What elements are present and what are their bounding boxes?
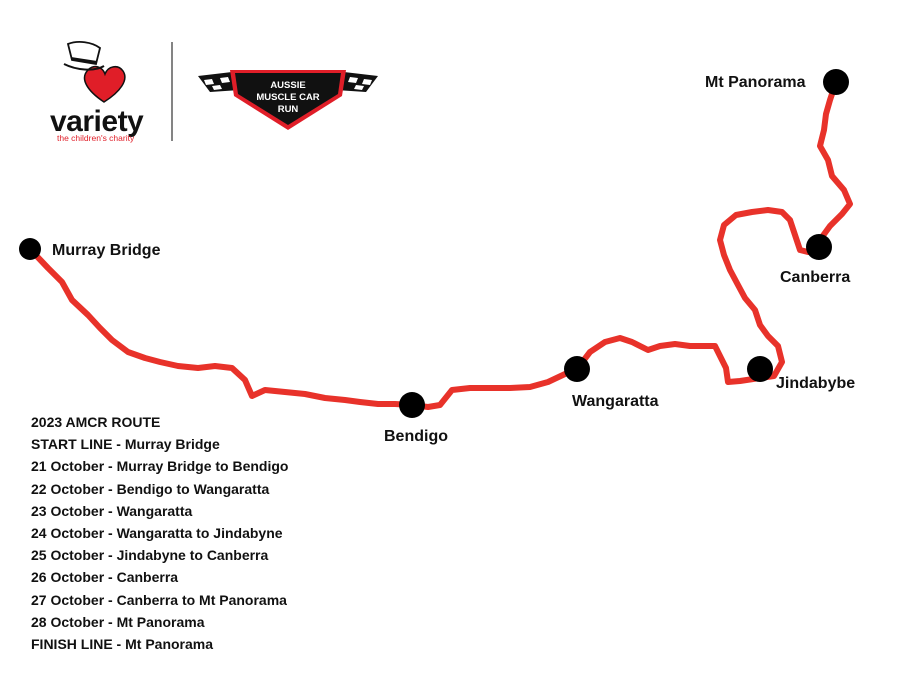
variety-tagline: the children's charity	[57, 133, 135, 143]
town-marker-canberra	[806, 234, 832, 260]
town-marker-bendigo	[399, 392, 425, 418]
town-label-bendigo: Bendigo	[384, 428, 448, 445]
checkered-flag-badge-icon	[198, 70, 378, 130]
town-label-murray-bridge: Murray Bridge	[52, 242, 161, 259]
town-label-canberra: Canberra	[780, 269, 850, 286]
schedule-item: 24 October - Wangaratta to Jindabyne	[31, 525, 283, 542]
schedule-item: 26 October - Canberra	[31, 569, 179, 586]
schedule-title: 2023 AMCR ROUTE	[31, 414, 161, 430]
schedule-item: START LINE - Murray Bridge	[31, 436, 220, 453]
variety-logo: variety the children's charity	[50, 41, 145, 143]
schedule-item: 23 October - Wangaratta	[31, 502, 193, 519]
amcr-logo: AUSSIE MUSCLE CAR RUN	[198, 70, 378, 130]
town-label-jindabybe: Jindabybe	[776, 375, 855, 392]
heart-top-hat-icon	[63, 41, 126, 103]
schedule-item: FINISH LINE - Mt Panorama	[31, 636, 214, 653]
town-marker-mt-panorama	[823, 69, 849, 95]
route-line	[27, 79, 853, 410]
amcr-line-1: AUSSIE	[270, 80, 305, 91]
variety-wordmark: variety	[50, 105, 144, 138]
schedule-item: 28 October - Mt Panorama	[31, 613, 205, 630]
schedule-item: 27 October - Canberra to Mt Panorama	[31, 591, 287, 608]
schedule-item: 22 October - Bendigo to Wangaratta	[31, 480, 270, 497]
route-schedule: 2023 AMCR ROUTE START LINE - Murray Brid…	[31, 411, 288, 655]
town-marker-wangaratta	[564, 356, 590, 382]
schedule-item: 21 October - Murray Bridge to Bendigo	[31, 458, 289, 475]
schedule-item: 25 October - Jindabyne to Canberra	[31, 547, 269, 564]
town-label-wangaratta: Wangaratta	[572, 393, 659, 410]
town-marker-jindabybe	[747, 356, 773, 382]
town-marker-murray-bridge	[19, 238, 41, 260]
amcr-line-2: MUSCLE CAR	[256, 92, 319, 103]
amcr-line-3: RUN	[278, 104, 299, 115]
town-label-mt-panorama: Mt Panorama	[705, 74, 806, 91]
